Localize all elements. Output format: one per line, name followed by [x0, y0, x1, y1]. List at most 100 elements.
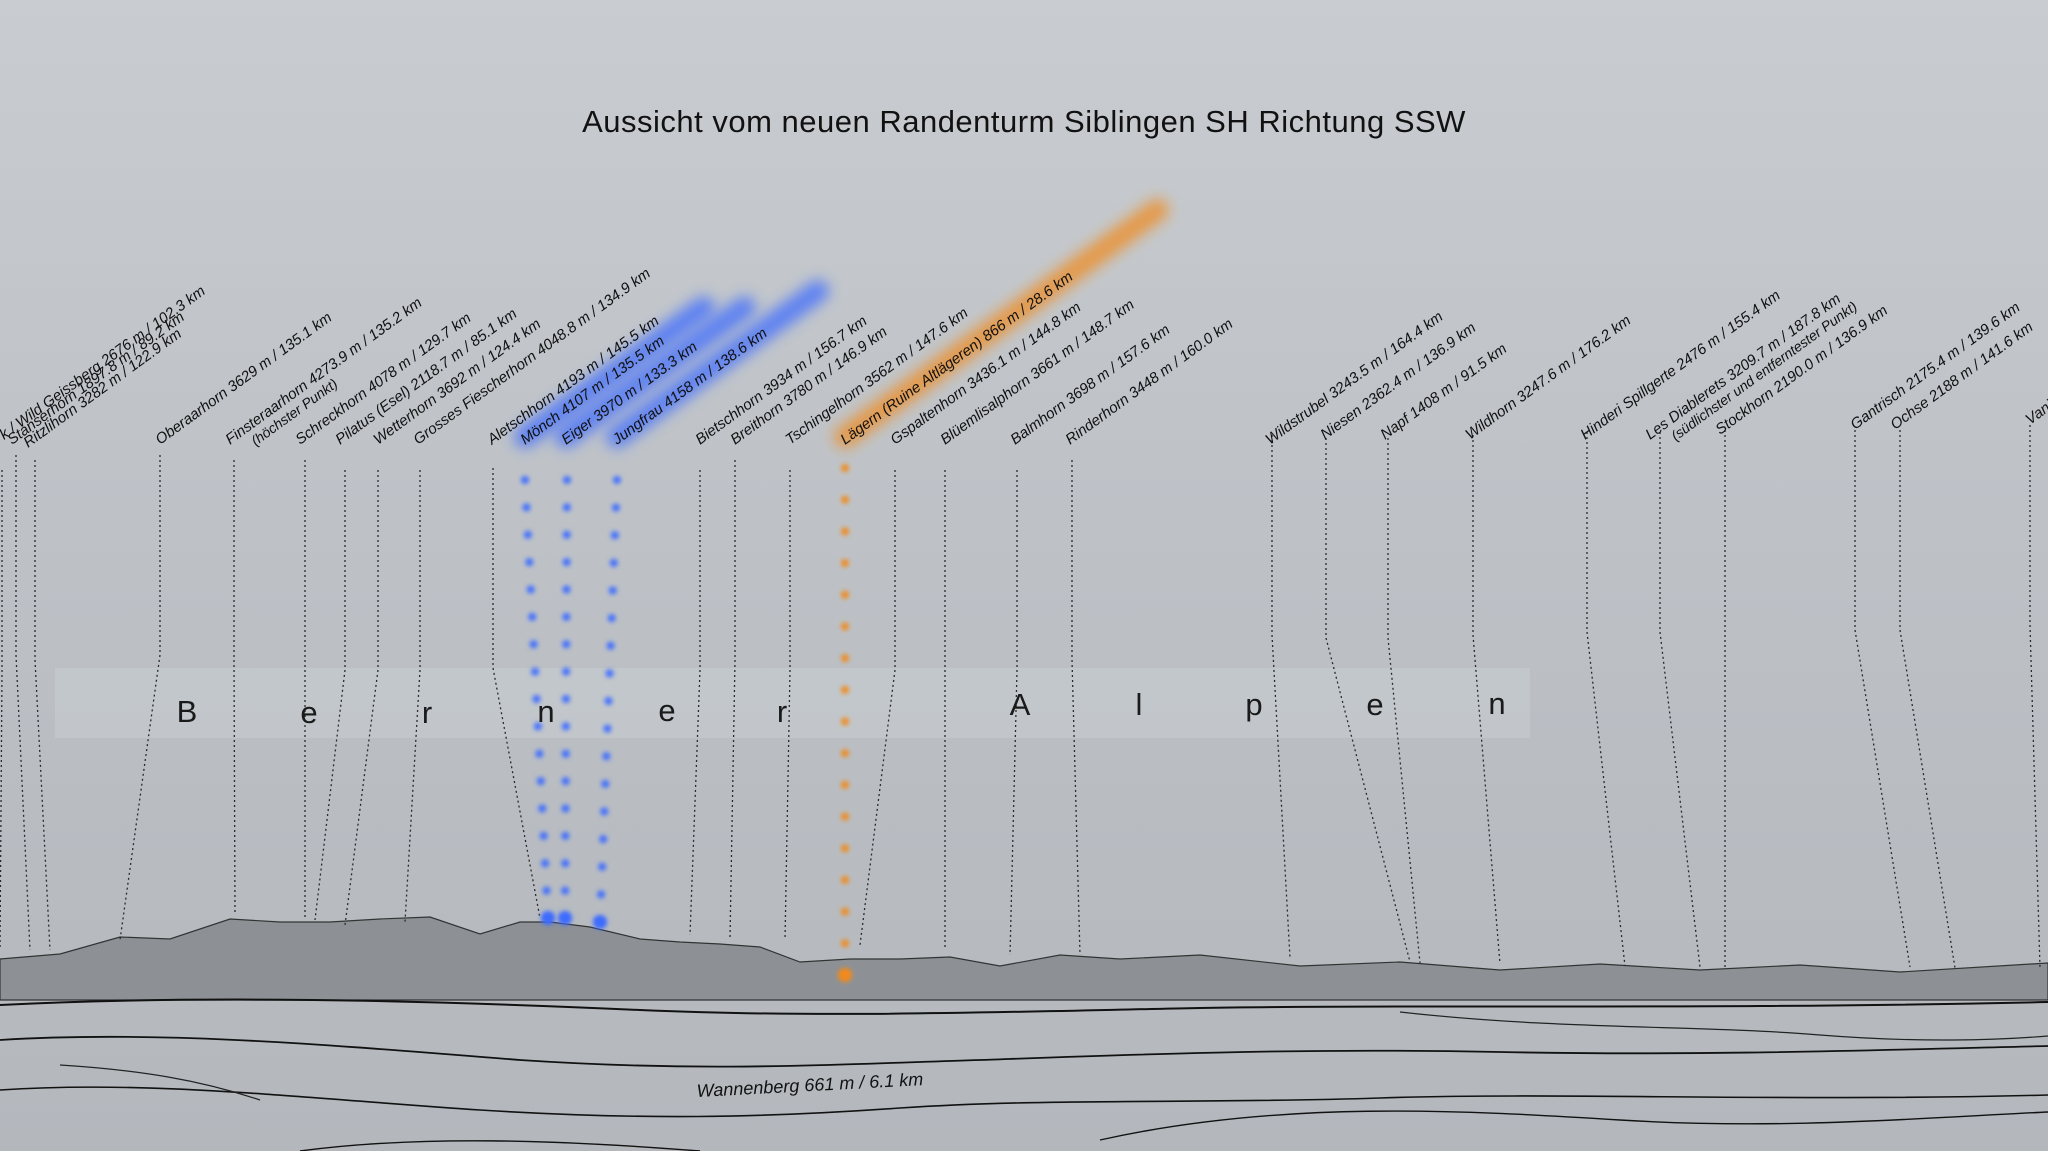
highlight-dot: [610, 531, 619, 540]
leader-line: [344, 470, 379, 926]
highlight-dot: [607, 614, 616, 623]
highlight-glow: [555, 296, 756, 448]
peak-label: Vanil: [2022, 395, 2048, 428]
leader-lines: [0, 425, 2041, 969]
leader-line: [2029, 425, 2041, 969]
highlight-dot: [529, 640, 538, 649]
highlight-peak-dot: [593, 915, 607, 929]
highlight-dot: [841, 527, 849, 536]
foreground-hill-1: [0, 998, 2048, 1015]
highlight-dot: [533, 722, 542, 731]
highlight-dot: [535, 749, 544, 758]
leader-line: [34, 460, 51, 951]
region-letter: B: [177, 694, 198, 729]
highlight-dot: [841, 495, 849, 504]
leader-line: [1586, 432, 1626, 967]
leader-line: [1071, 460, 1081, 956]
highlight-dot: [528, 612, 537, 621]
highlight-dot: [562, 667, 571, 676]
highlight-dot: [598, 862, 607, 871]
highlight-peak-dot: [558, 911, 572, 925]
highlight-dot: [603, 724, 612, 733]
highlight-dot: [597, 890, 606, 899]
leader-line: [1387, 438, 1421, 964]
region-letter: p: [1245, 687, 1262, 722]
highlight-dot: [562, 530, 571, 539]
leader-line: [404, 470, 421, 923]
highlight-dot: [599, 835, 608, 844]
region-letter: e: [300, 695, 317, 730]
highlight-dot: [539, 831, 548, 840]
peak-labels: k / Wild Geissberg 2676 m / 102.3 kmStan…: [0, 265, 2048, 451]
leader-line: [233, 460, 236, 916]
highlight-dot: [541, 859, 550, 868]
highlight-dot: [602, 752, 611, 761]
region-letter: n: [1488, 686, 1505, 721]
highlight-dot: [525, 558, 534, 567]
highlight-dot: [562, 585, 571, 594]
highlight-dot: [841, 939, 849, 948]
foreground-hill-7: [59, 1064, 261, 1101]
highlight-dot: [561, 804, 570, 813]
leader-line: [492, 468, 541, 919]
highlight-dot: [526, 585, 535, 594]
leader-line: [1899, 430, 1956, 969]
leader-line: [1325, 438, 1411, 963]
highlight-dot: [538, 804, 547, 813]
leader-line: [15, 455, 31, 951]
highlight-dot: [522, 503, 531, 512]
highlight-dot: [841, 654, 849, 663]
highlight-dot: [841, 907, 849, 916]
region-letter: n: [537, 694, 554, 729]
highlight-dot: [561, 886, 570, 895]
region-letter: r: [777, 694, 787, 729]
highlight-dot: [532, 695, 541, 703]
leader-line: [1271, 435, 1291, 959]
leader-line: [314, 470, 346, 921]
terrain-silhouette: [0, 916, 2048, 1151]
foreground-hill-3: [0, 1086, 2048, 1118]
highlight-dot: [841, 844, 849, 853]
highlight-dot: [841, 464, 849, 472]
leader-line: [859, 470, 896, 946]
highlight-glow: [834, 198, 1169, 448]
highlight-peak-dot: [838, 968, 852, 982]
highlight-dot: [563, 476, 571, 484]
panorama-title: Aussicht vom neuen Randenturm Siblingen …: [582, 104, 1466, 139]
highlight-glow: [606, 279, 829, 448]
leader-line: [1472, 435, 1501, 965]
highlight-dot: [841, 685, 849, 694]
highlight-glow: [514, 296, 715, 448]
highlight-dot: [604, 697, 613, 705]
highlight-dot: [562, 640, 571, 649]
leader-line: [689, 470, 701, 936]
highlight-dot: [841, 717, 849, 726]
highlight-dot: [609, 558, 618, 567]
leader-line: [1009, 470, 1018, 956]
highlight-dot: [606, 641, 615, 650]
highlight-dot: [841, 812, 849, 821]
region-letter: e: [658, 693, 675, 728]
leader-line: [119, 455, 161, 941]
foreground-hill-5: [299, 1140, 701, 1151]
highlight-dot: [523, 530, 532, 539]
highlight-dot: [531, 667, 540, 676]
region-letter: A: [1010, 687, 1031, 722]
highlight-dot: [608, 586, 617, 595]
highlight-dot: [562, 695, 570, 703]
mountain-ridge: [0, 916, 2048, 1001]
highlight-peak-dot: [541, 911, 555, 925]
highlight-dot: [521, 476, 529, 484]
highlight-dot: [841, 622, 849, 631]
highlight-dot: [600, 807, 609, 816]
highlight-dot: [561, 831, 570, 840]
peak-label: Stanserhorn 1897.8 m / 89.2 km: [4, 309, 187, 449]
leader-line: [1659, 432, 1701, 968]
highlight-dot: [562, 612, 571, 621]
highlight-dot: [561, 859, 570, 868]
highlight-dot: [542, 886, 551, 895]
region-band: [55, 668, 1530, 738]
leader-line: [784, 470, 791, 941]
highlight-dot: [605, 669, 614, 678]
